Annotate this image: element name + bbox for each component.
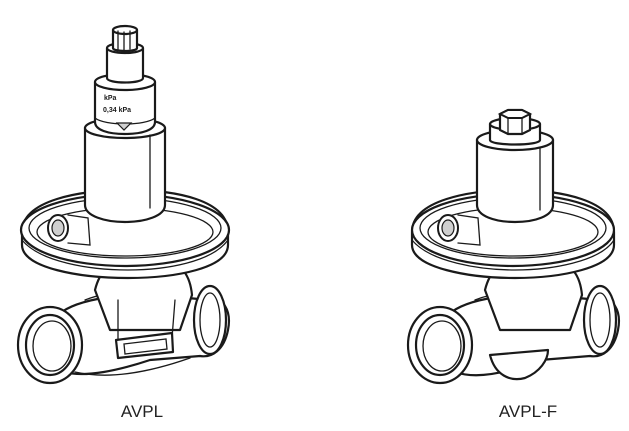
avpl-marking-bottom: 0,34 kPa xyxy=(103,107,131,114)
avpl-f-hex-cap xyxy=(488,108,542,146)
avpl-f-valve-drawing xyxy=(406,108,620,385)
avpl-valve-drawing: kPa 0,34 kPa xyxy=(16,24,231,385)
avpl-f-diaphragm-housing xyxy=(410,188,616,280)
avpl-spindle xyxy=(105,24,145,84)
avpl-pipe-body xyxy=(16,260,230,385)
avpl-marking-top: kPa xyxy=(104,95,117,102)
avpl-f-label: AVPL-F xyxy=(498,402,558,421)
avpl-f-pipe-body xyxy=(406,260,620,385)
avpl-label: AVPL xyxy=(120,402,164,421)
